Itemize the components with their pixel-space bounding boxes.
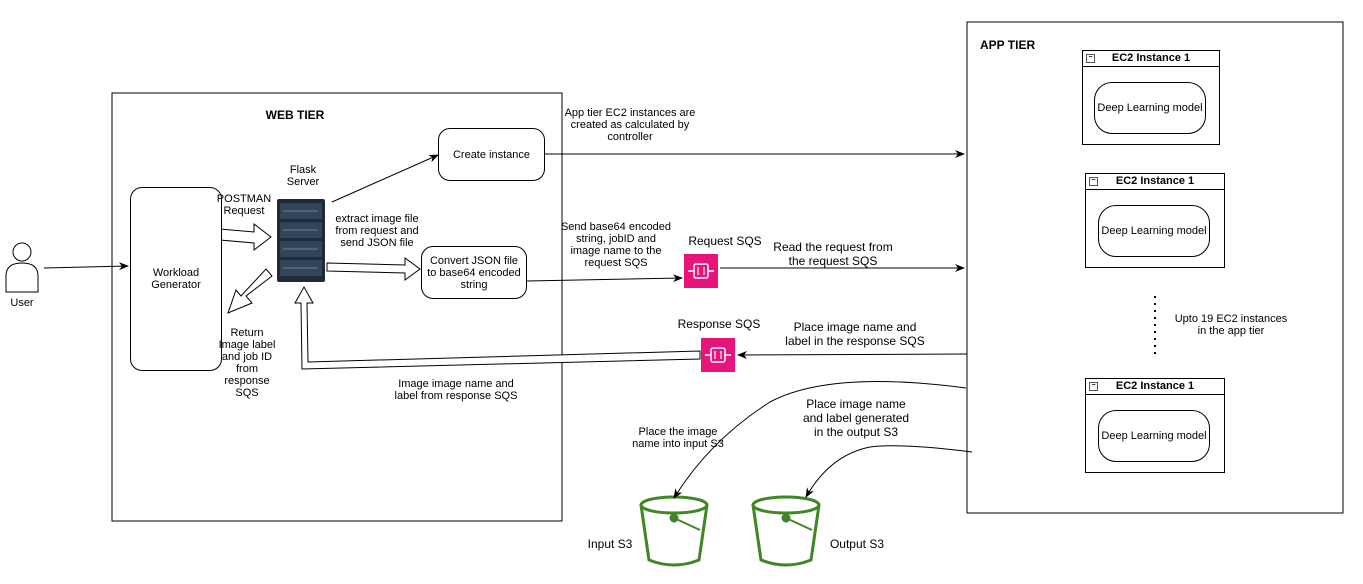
- ec2-instance-header: − EC2 Instance 1: [1083, 51, 1219, 67]
- place-output-label: Place image name and label generated in …: [802, 397, 910, 439]
- response-sqs-label: Response SQS: [677, 317, 761, 331]
- create-instance-box[interactable]: Create instance: [438, 128, 545, 181]
- convert-json-label: Convert JSON file to base64 encoded stri…: [427, 254, 521, 291]
- ec2-instance-card[interactable]: − EC2 Instance 1 Deep Learning model: [1085, 378, 1225, 473]
- flask-server-label: Flask Server: [286, 164, 320, 188]
- ec2-instance-card[interactable]: − EC2 Instance 1 Deep Learning model: [1085, 173, 1225, 268]
- convert-json-box[interactable]: Convert JSON file to base64 encoded stri…: [421, 246, 527, 299]
- ec2-instance-header: − EC2 Instance 1: [1086, 379, 1224, 395]
- block-arrow-postman-request: [219, 222, 272, 252]
- block-arrow-server-to-convert: [326, 257, 421, 281]
- app-tier-title: APP TIER: [980, 38, 1036, 52]
- user-label: User: [10, 297, 34, 309]
- input-s3-label: Input S3: [587, 537, 633, 551]
- create-instance-label: Create instance: [452, 148, 531, 161]
- return-label-text: Return Image label and job ID from respo…: [218, 327, 276, 399]
- minimize-icon[interactable]: −: [1086, 54, 1095, 63]
- workload-generator-label: Workload Generator: [151, 267, 201, 291]
- request-sqs-label: Request SQS: [688, 234, 762, 248]
- arrow-convert-to-request-sqs: [526, 274, 683, 283]
- web-tier-title: WEB TIER: [265, 108, 325, 122]
- place-input-label: Place the image name into input S3: [632, 426, 724, 450]
- minimize-icon[interactable]: −: [1089, 382, 1098, 391]
- minimize-icon[interactable]: −: [1089, 177, 1098, 186]
- ec2-instance-title: EC2 Instance 1: [1115, 175, 1195, 187]
- response-sqs-icon: [701, 338, 735, 372]
- deep-learning-model-box[interactable]: Deep Learning model: [1098, 410, 1210, 462]
- request-sqs-icon: [684, 254, 718, 288]
- deep-learning-model-label: Deep Learning model: [1097, 102, 1203, 114]
- output-s3-label: Output S3: [829, 537, 885, 551]
- output-s3-bucket-icon: [751, 495, 821, 567]
- user-icon: [5, 242, 39, 293]
- workload-generator-box[interactable]: Workload Generator: [130, 187, 222, 371]
- ec2-instance-header: − EC2 Instance 1: [1086, 174, 1224, 190]
- block-arrow-return-label: [227, 268, 273, 314]
- place-response-label: Place image name and label in the respon…: [785, 320, 925, 348]
- app-tier-container: [966, 21, 1344, 514]
- arrow-app-tier-to-input-s3: [673, 381, 967, 499]
- upto-19-label: Upto 19 EC2 instances in the app tier: [1174, 313, 1288, 337]
- extract-image-label: extract image file from request and send…: [335, 213, 419, 249]
- postman-request-label: POSTMAN Request: [216, 193, 272, 217]
- web-tier-container: [111, 92, 563, 522]
- server-icon: [277, 199, 325, 282]
- block-arrow-response-to-server: [294, 285, 701, 370]
- arrow-user-to-workload: [43, 262, 129, 271]
- ec2-instance-title: EC2 Instance 1: [1111, 52, 1191, 64]
- deep-learning-model-box[interactable]: Deep Learning model: [1094, 82, 1206, 134]
- arrow-app-tier-to-output-s3: [805, 445, 973, 498]
- ec2-instance-card[interactable]: − EC2 Instance 1 Deep Learning model: [1082, 50, 1220, 145]
- image-from-response-label: Image image name and label from response…: [394, 378, 518, 402]
- ec2-instance-title: EC2 Instance 1: [1115, 380, 1195, 392]
- deep-learning-model-label: Deep Learning model: [1101, 225, 1207, 237]
- arrow-app-tier-to-response-sqs: [737, 350, 968, 359]
- arrow-server-to-create-instance: [331, 154, 439, 203]
- input-s3-bucket-icon: [639, 495, 709, 567]
- app-tier-created-label: App tier EC2 instances are created as ca…: [564, 107, 696, 143]
- read-request-label: Read the request from the request SQS: [773, 240, 893, 268]
- send-base64-label: Send base64 encoded string, jobID and im…: [560, 221, 672, 269]
- deep-learning-model-box[interactable]: Deep Learning model: [1098, 205, 1210, 257]
- deep-learning-model-label: Deep Learning model: [1101, 430, 1207, 442]
